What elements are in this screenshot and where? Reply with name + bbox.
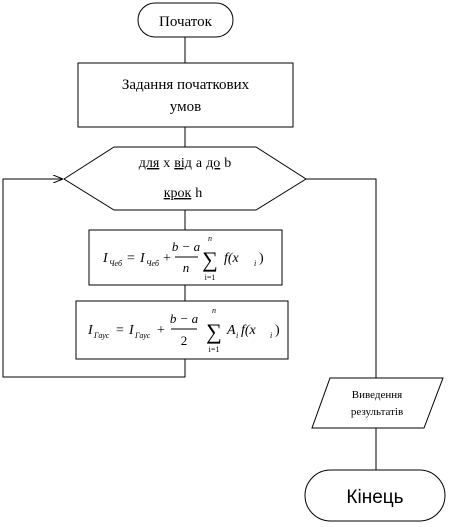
cheb-rhs: I <box>139 251 146 266</box>
gauss-fraction-den: 2 <box>181 333 188 348</box>
loop-kw-step: крок <box>164 186 192 201</box>
loop-kw-for: для <box>139 156 160 171</box>
output-block: Виведення результатів <box>311 377 444 429</box>
end-terminator: Кінець <box>304 469 446 522</box>
loop-kw-from: від <box>174 156 192 171</box>
init-shape <box>77 62 294 128</box>
gauss-fraction-num: b − a <box>170 311 199 326</box>
cheb-lhs: I <box>102 251 109 266</box>
cheb-term-sub: i <box>254 259 256 268</box>
connector-loop-exit <box>306 178 377 378</box>
loop-step: h <box>195 186 202 201</box>
start-shape <box>137 2 234 38</box>
gauss-rhs-sub: Гаус <box>134 331 151 340</box>
cheb-rhs-sub: Чеб <box>146 259 160 268</box>
gauss-term-sub: i <box>270 331 272 340</box>
output-shape <box>311 377 444 429</box>
gauss-sum-top: n <box>212 306 216 315</box>
gauss-term: f(x <box>241 323 257 338</box>
gauss-rhs: I <box>128 323 135 338</box>
gauss-equals: = <box>116 323 124 338</box>
connectors <box>2 37 377 470</box>
output-label-line1: Виведення <box>352 389 402 401</box>
cheb-equals: = <box>127 251 135 266</box>
end-label: Кінець <box>346 487 403 508</box>
cheb-sum-bottom: i=1 <box>205 273 216 282</box>
cheb-term: f(x <box>224 251 240 266</box>
gauss-coef: A <box>226 323 236 338</box>
start-label: Початок <box>159 14 213 30</box>
gauss-lhs: I <box>87 323 94 338</box>
gauss-lhs-sub: Гаус <box>93 331 110 340</box>
cheb-lhs-sub: Чеб <box>109 259 123 268</box>
gauss-plus: + <box>157 323 165 338</box>
init-process: Задання початкових умов <box>77 62 294 128</box>
chebyshev-formula-block: I Чеб = I Чеб + b − a n n ∑ i=1 f(x i ) <box>88 229 283 286</box>
cheb-term-end: ) <box>259 251 264 266</box>
loop-b: b <box>224 156 231 171</box>
loop-kw-to: до <box>206 156 220 171</box>
gauss-sum-bottom: i=1 <box>209 345 220 354</box>
connector-loop-back <box>2 179 186 378</box>
end-shape <box>304 469 446 522</box>
gauss-shape <box>75 300 289 360</box>
loop-shape <box>63 146 307 211</box>
loop-a: a <box>196 156 203 171</box>
start-terminator: Початок <box>137 2 234 38</box>
cheb-sigma: ∑ <box>202 247 218 272</box>
loop-var: x <box>163 156 170 171</box>
gauss-formula-block: I Гаус = I Гаус + b − a 2 n ∑ i=1 A i f(… <box>75 300 289 360</box>
gauss-coef-sub: i <box>236 331 238 340</box>
cheb-sum-top: n <box>208 234 212 243</box>
gauss-term-end: ) <box>275 323 280 338</box>
init-label-line2: умов <box>170 99 201 115</box>
init-label-line1: Задання початкових <box>122 77 250 93</box>
output-label-line2: результатів <box>351 406 403 418</box>
cheb-plus: + <box>163 251 171 266</box>
gauss-sigma: ∑ <box>206 319 222 344</box>
cheb-fraction-den: n <box>183 260 190 275</box>
cheb-fraction-num: b − a <box>172 239 201 254</box>
